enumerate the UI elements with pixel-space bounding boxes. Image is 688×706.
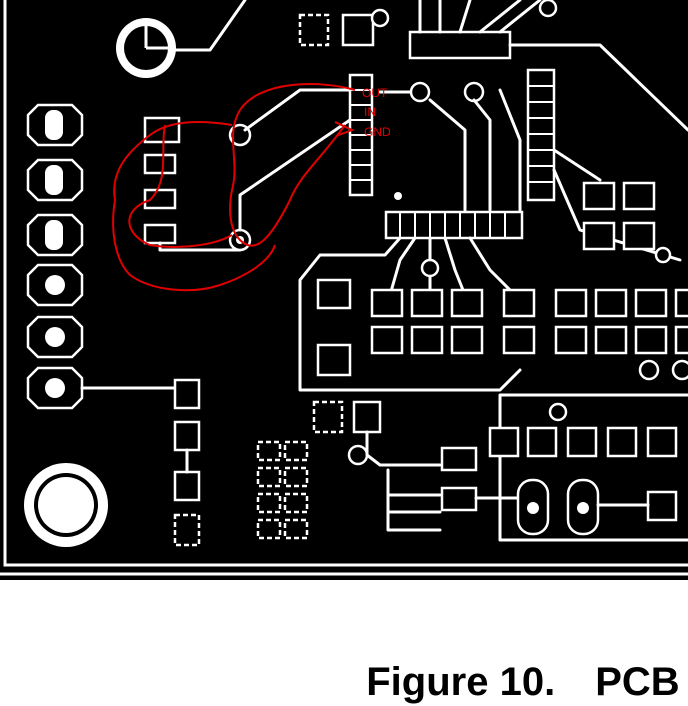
lower-middle-group [312,400,522,532]
pad-top-dashed [298,13,330,47]
right-upper-pads [582,181,672,264]
pad-row-lower [316,325,688,381]
via-middle-1 [409,81,431,103]
red-arrow [334,121,355,137]
dashed-footprint-cluster [256,440,309,540]
annotation-in: IN [364,105,376,119]
regulator-footprint [143,88,352,252]
pcb-layout: OUT IN GND [0,0,688,580]
figure-title: PCB [595,660,680,704]
via-middle-2 [463,81,485,103]
pad-row-upper [316,278,688,318]
via-top [370,8,390,28]
via-upper-right [538,0,558,18]
connector-header-left [26,103,84,410]
via-middle-dot [394,192,402,200]
ic-top-row [408,0,688,132]
mounting-hole-bottom [24,463,108,547]
figure-label: Figure 10. [366,660,556,704]
resistor-column [173,378,201,547]
red-hand-outline [112,83,356,292]
ic-main [298,210,524,392]
mounting-hole-top [116,18,176,78]
trace-top-hole [168,0,247,52]
pin-column-middle [348,73,374,197]
trace-middle [378,90,492,212]
pad-top-square [341,13,375,47]
annotation-out: OUT [362,86,388,100]
lower-right-group [488,393,688,542]
board-outline [3,0,688,567]
figure-caption: Figure 10. PCB [344,610,680,706]
annotation-gnd: GND [364,125,391,139]
